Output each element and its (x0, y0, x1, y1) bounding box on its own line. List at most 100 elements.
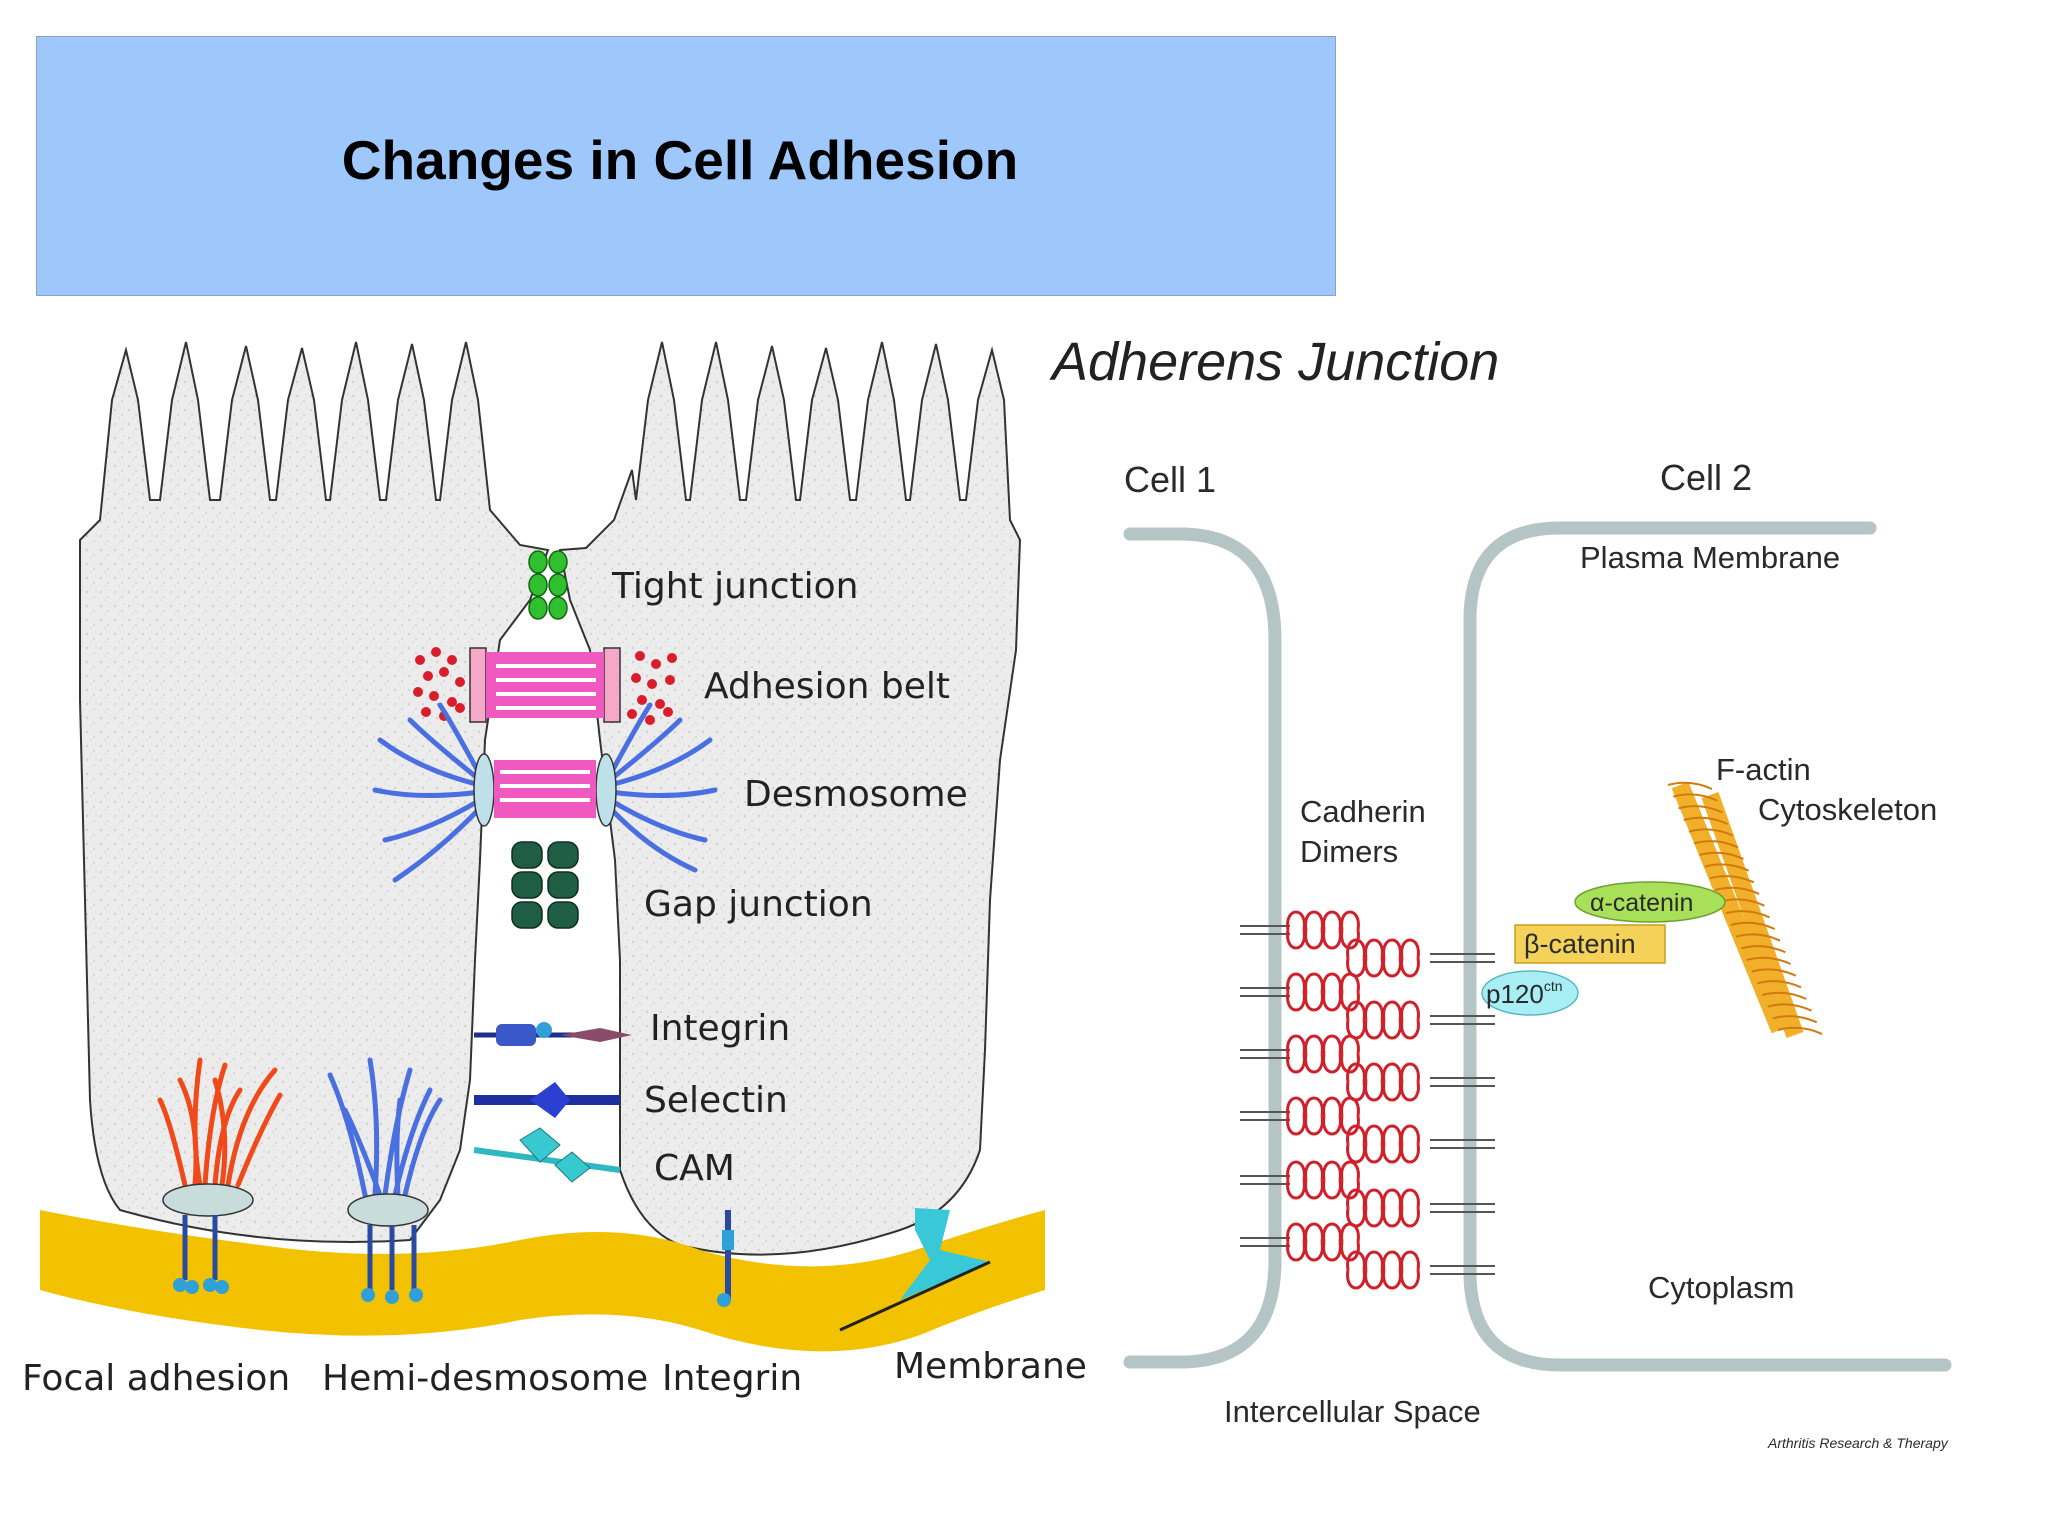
cadherin-loop (1304, 1096, 1324, 1117)
cadherin-loop (1286, 1160, 1306, 1181)
label-cadherin: Cadherin (1300, 794, 1426, 829)
cadherin-loop (1364, 1269, 1384, 1290)
beta-catenin-box (1514, 924, 1666, 964)
cadherin-loop (1286, 1034, 1306, 1055)
actin-stripe (1741, 945, 1786, 954)
actin-stripe (1725, 910, 1771, 919)
cadherin-loop (1304, 972, 1324, 993)
label-integrin-bottom: Integrin (662, 1358, 802, 1399)
cadherin-loop (1382, 1269, 1402, 1290)
epithelial-cells-diagram: Tight junction Adhesion belt Desmosome G… (22, 341, 1087, 1399)
actin-stripe (1777, 1026, 1823, 1035)
cadherin-loop (1322, 1115, 1342, 1136)
cadherin-loop (1322, 1034, 1342, 1055)
cadherin-loop (1286, 1241, 1306, 1262)
label-cytoskeleton: Cytoskeleton (1758, 792, 1937, 827)
integrin-bottom-icon (717, 1210, 734, 1307)
cadherin-loop (1364, 1081, 1384, 1102)
label-cell1: Cell 1 (1124, 459, 1216, 500)
desmosome-icon (372, 702, 718, 883)
label-hemi-desmosome: Hemi-desmosome (322, 1358, 648, 1399)
p120-main: p120 (1486, 979, 1544, 1009)
gap-junction-icon (511, 841, 579, 929)
actin-stripe (1688, 828, 1734, 837)
cadherin-loop (1322, 1053, 1342, 1074)
cadherin-loop (1382, 1081, 1402, 1102)
cadherin-loop (1304, 1241, 1324, 1262)
selectin-icon (474, 1082, 620, 1118)
actin-stripe (1762, 991, 1807, 1000)
cadherin-loop (1340, 1096, 1360, 1117)
cadherin-loop (1364, 1207, 1384, 1228)
cadherin-loop (1322, 1096, 1342, 1117)
cadherin-loop (1286, 991, 1306, 1012)
label-selectin: Selectin (644, 1080, 788, 1121)
label-dimers: Dimers (1300, 834, 1398, 869)
cadherin-loop (1364, 1019, 1384, 1040)
cadherin-loop (1346, 1269, 1366, 1290)
basement-membrane (40, 1210, 1045, 1352)
p120-box (1481, 970, 1579, 1016)
cadherin-loop (1322, 991, 1342, 1012)
actin-stripe (1704, 863, 1750, 872)
cadherin-loop (1322, 1160, 1342, 1181)
cadherin-loop (1286, 1222, 1306, 1243)
label-intercellular-space: Intercellular Space (1224, 1394, 1481, 1429)
cadherin-loop (1286, 1053, 1306, 1074)
cadherin-loop (1304, 1053, 1324, 1074)
cadherin-loop (1382, 1124, 1402, 1145)
actin-stripe (1714, 886, 1760, 895)
cadherin-loop (1364, 1188, 1384, 1209)
cadherin-loop (1322, 1222, 1342, 1243)
actin-stripe (1699, 851, 1744, 860)
beta-catenin-label: β-catenin (1524, 929, 1636, 959)
cadherin-loop (1322, 972, 1342, 993)
label-focal-adhesion: Focal adhesion (22, 1358, 290, 1399)
cadherin-loop (1382, 1207, 1402, 1228)
actin-stripe (1772, 1015, 1818, 1024)
actin-stripe (1672, 793, 1718, 802)
focal-adhesion-icon (157, 1057, 283, 1294)
cadherin-loop (1382, 1143, 1402, 1164)
cadherin-loop (1382, 1062, 1402, 1083)
slide-title: Changes in Cell Adhesion (341, 129, 1019, 191)
cadherin-loop (1322, 1241, 1342, 1262)
cadherin-loop (1400, 1250, 1420, 1271)
cadherin-loop (1304, 910, 1324, 931)
cadherin-loop (1364, 1000, 1384, 1021)
cadherin-loop (1400, 1019, 1420, 1040)
cadherin-loop (1304, 1160, 1324, 1181)
cadherin-loop (1340, 1053, 1360, 1074)
adhesion-belt-icon (413, 647, 677, 725)
cadherin-loop (1400, 957, 1420, 978)
cadherin-loop (1400, 1062, 1420, 1083)
actin-stripe (1730, 921, 1776, 930)
title-box (36, 36, 1336, 296)
cadherin-loop (1286, 929, 1306, 950)
cadherin-loop (1340, 1115, 1360, 1136)
cadherin-loop (1286, 972, 1306, 993)
alpha-catenin-label: α-catenin (1590, 889, 1693, 917)
cadherin-loop (1400, 938, 1420, 959)
cadherin-dimers (1240, 910, 1495, 1290)
label-credit: Arthritis Research & Therapy (1767, 1435, 1949, 1451)
cadherin-loop (1340, 972, 1360, 993)
label-f-actin: F-actin (1716, 752, 1811, 787)
f-actin-icon (1667, 781, 1823, 1039)
cell2-membrane (1463, 521, 1952, 1372)
cell1-membrane (1123, 527, 1282, 1369)
cadherin-loop (1382, 938, 1402, 959)
actin-stripe (1667, 781, 1713, 790)
label-cytoplasm: Cytoplasm (1648, 1270, 1794, 1305)
cadherin-loop (1400, 1000, 1420, 1021)
cadherin-loop (1364, 1124, 1384, 1145)
cadherin-loop (1346, 1143, 1366, 1164)
actin-stripe (1709, 875, 1755, 884)
cadherin-loop (1340, 1034, 1360, 1055)
p120-superscript: ctn (1544, 978, 1563, 994)
actin-stripe (1683, 816, 1729, 825)
alpha-catenin-box (1574, 881, 1726, 923)
cadherin-loop (1286, 1179, 1306, 1200)
label-tight-junction: Tight junction (611, 566, 859, 607)
